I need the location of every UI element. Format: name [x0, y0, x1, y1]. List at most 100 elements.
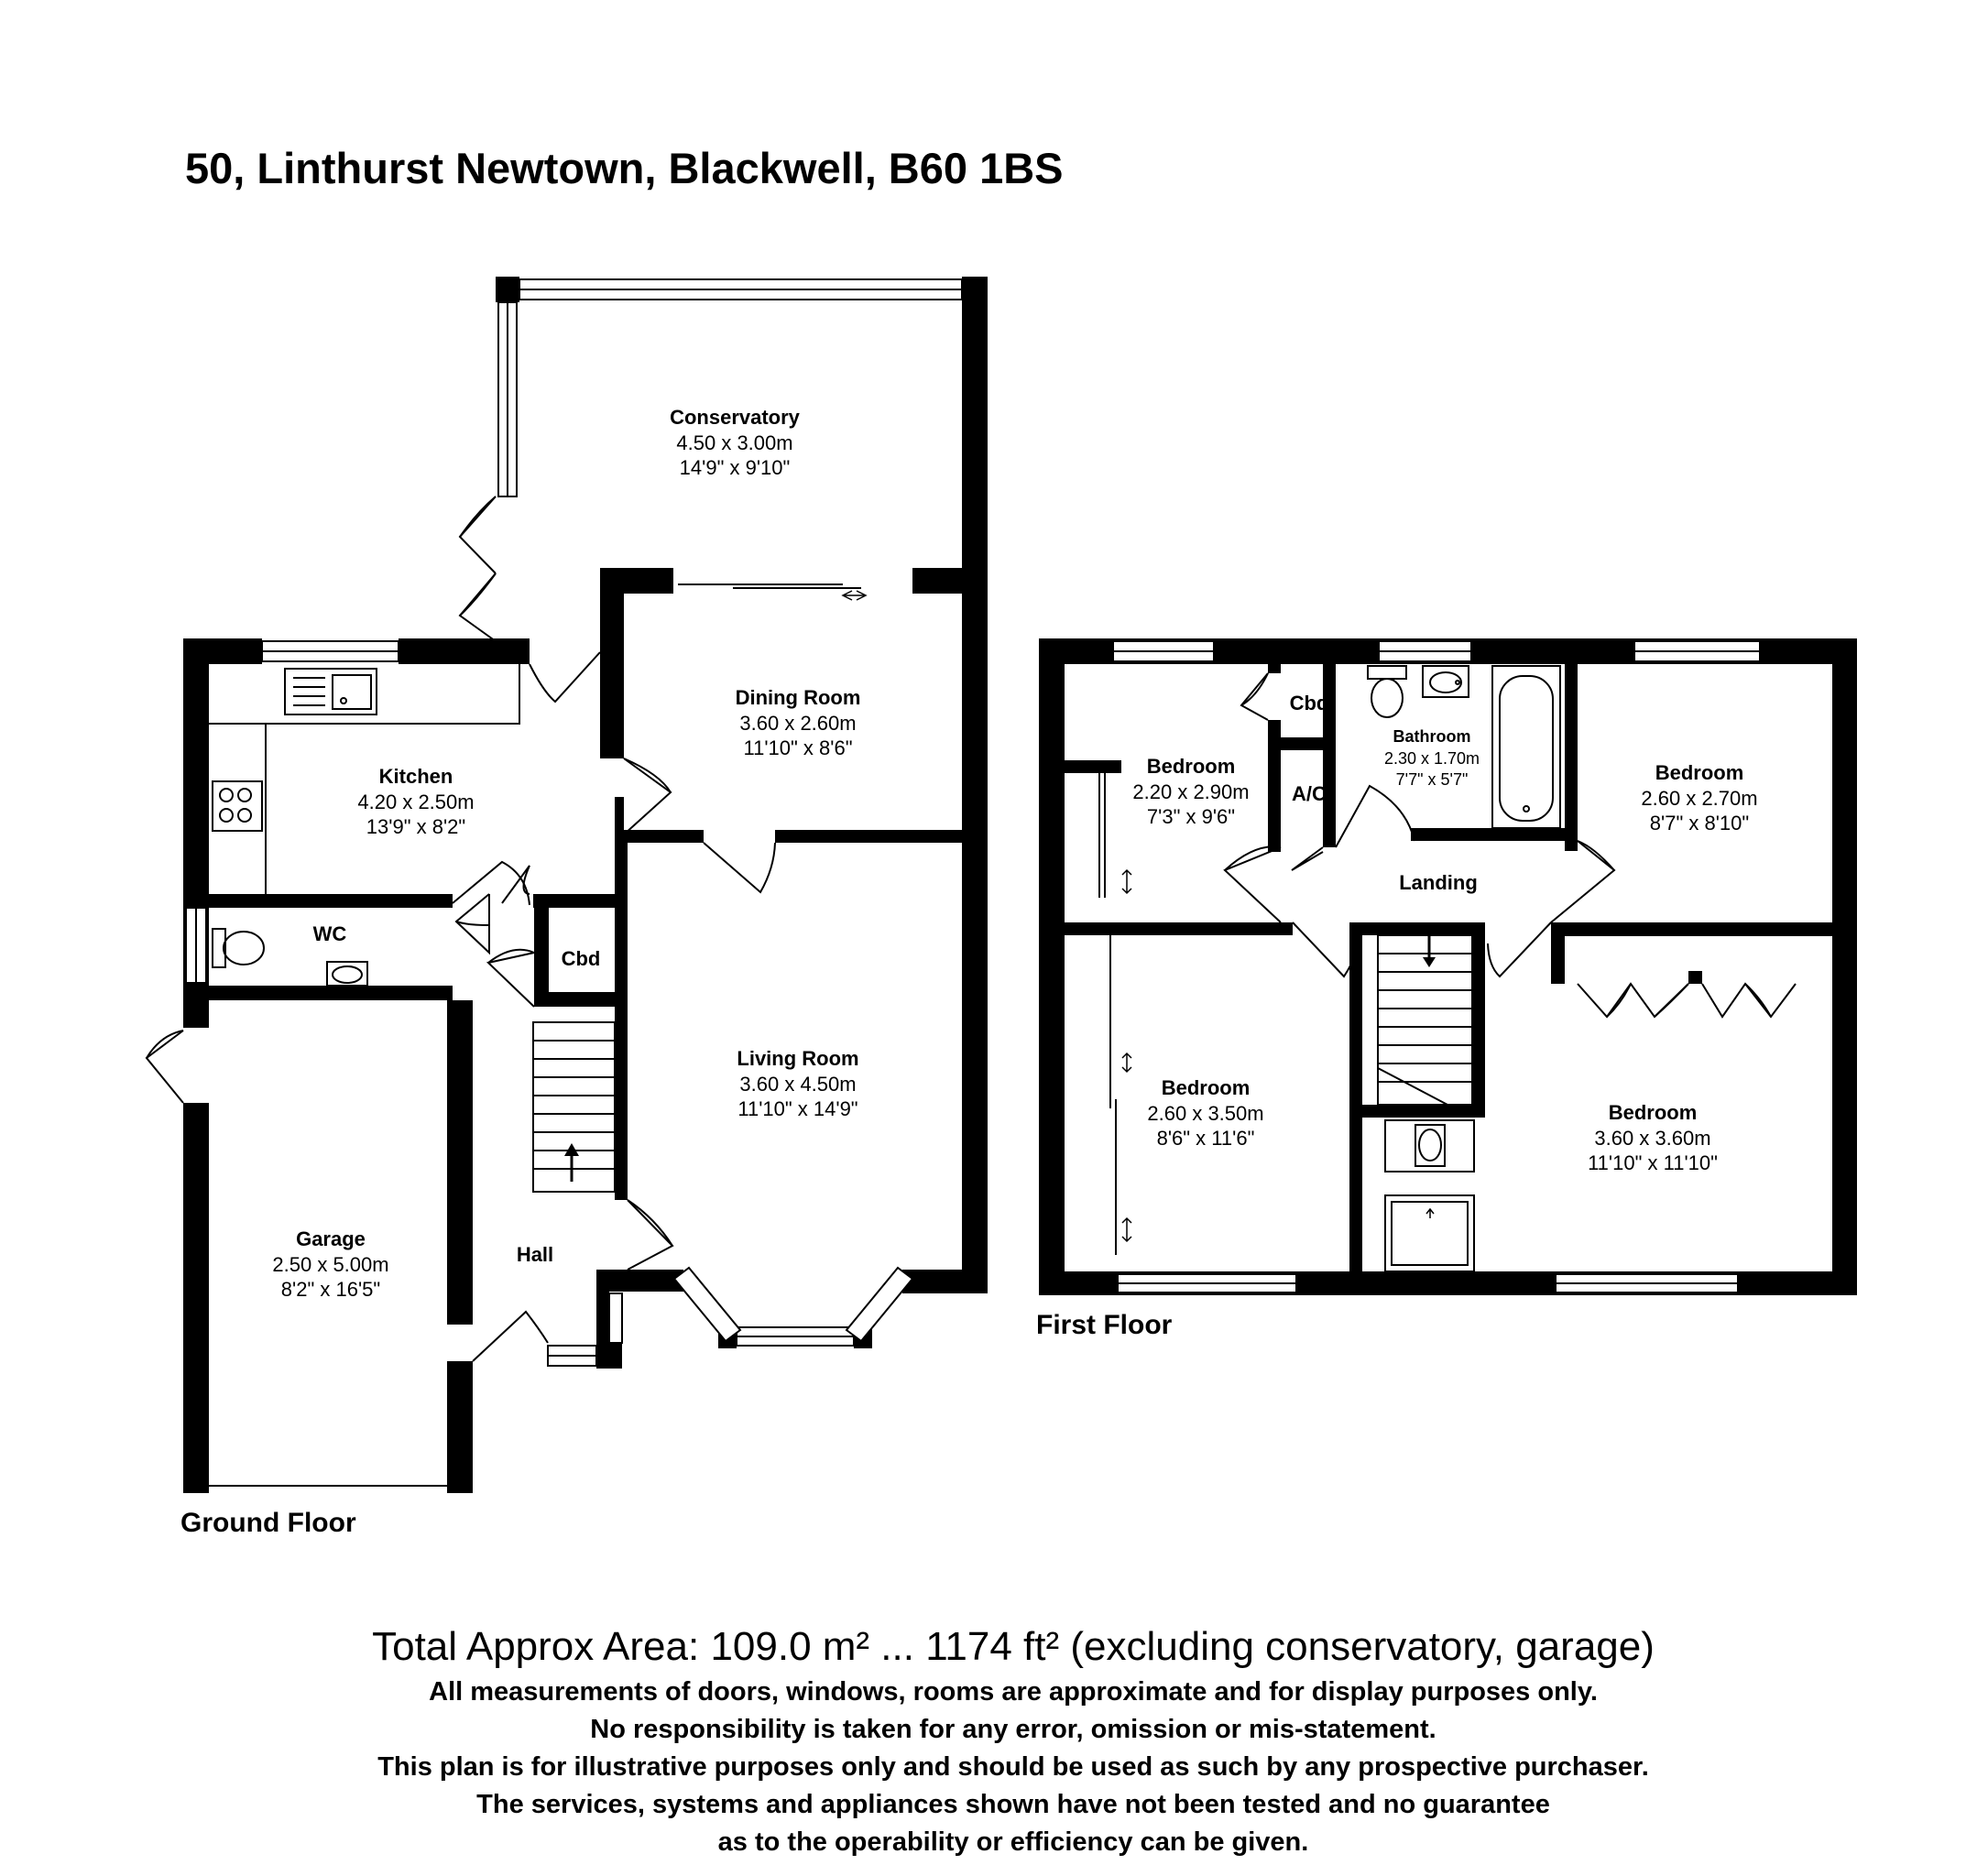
- bedroom-rear-left-imperial: 8'6" x 11'6": [1157, 1127, 1255, 1150]
- bathroom-name: Bathroom: [1393, 727, 1471, 746]
- wall: [447, 1000, 473, 1325]
- stair-arrow-icon: [564, 1143, 579, 1156]
- wall: [775, 830, 962, 843]
- wall: [399, 638, 530, 664]
- ground-floor-doors: [145, 496, 868, 1487]
- garage-metric: 2.50 x 5.00m: [272, 1253, 388, 1276]
- shower-icon: [1384, 1194, 1475, 1272]
- ground-cbd-name: Cbd: [562, 947, 601, 970]
- dining-room-metric: 3.60 x 2.60m: [739, 712, 856, 735]
- wall: [1472, 922, 1485, 1118]
- first-floor-label: First Floor: [1036, 1310, 1173, 1340]
- staircase: [1377, 934, 1473, 1106]
- wall: [183, 986, 453, 1000]
- wall: [1349, 922, 1362, 1271]
- wall: [1268, 664, 1281, 673]
- bedroom-master-metric: 3.60 x 3.60m: [1594, 1127, 1710, 1150]
- wc-name: WC: [313, 922, 347, 945]
- wall: [596, 1343, 622, 1369]
- garage-name: Garage: [296, 1227, 366, 1250]
- ground-floor-label: Ground Floor: [180, 1508, 356, 1538]
- wall: [183, 983, 209, 1028]
- disclaimer-line-1: All measurements of doors, windows, room…: [429, 1677, 1598, 1707]
- wall: [183, 1103, 209, 1493]
- living-room-name: Living Room: [737, 1047, 858, 1070]
- bedroom-master-imperial: 11'10" x 11'10": [1588, 1151, 1718, 1174]
- bedroom-front-right-metric: 2.60 x 2.70m: [1641, 787, 1757, 810]
- wall: [183, 894, 453, 908]
- wall: [1565, 664, 1578, 851]
- hob-icon: [212, 780, 263, 832]
- wall: [533, 894, 615, 908]
- wall: [1688, 971, 1702, 984]
- bedroom-small-metric: 2.20 x 2.90m: [1132, 780, 1249, 803]
- disclaimer-line-5: as to the operability or efficiency can …: [718, 1827, 1309, 1857]
- bathroom-metric: 2.30 x 1.70m: [1384, 749, 1480, 768]
- wall: [1065, 922, 1293, 935]
- wall: [1323, 664, 1336, 847]
- conservatory-name: Conservatory: [670, 406, 801, 429]
- sink-icon: [284, 668, 377, 715]
- wall: [902, 1270, 988, 1293]
- dining-room-imperial: 11'10" x 8'6": [743, 736, 852, 759]
- dining-room-name: Dining Room: [736, 686, 861, 709]
- basin-icon: [326, 961, 368, 987]
- disclaimer-line-3: This plan is for illustrative purposes o…: [377, 1752, 1649, 1782]
- wall: [596, 1270, 683, 1292]
- wall: [615, 830, 704, 843]
- landing-name: Landing: [1399, 871, 1478, 894]
- window: [845, 1266, 914, 1343]
- disclaimer-line-4: The services, systems and appliances sho…: [476, 1790, 1550, 1819]
- bedroom-rear-left-metric: 2.60 x 3.50m: [1147, 1102, 1263, 1125]
- ground-floor-windows: [185, 278, 963, 1367]
- wall: [496, 277, 519, 302]
- window: [608, 1292, 623, 1344]
- basin-icon: [1384, 1119, 1475, 1172]
- wall: [615, 908, 628, 1192]
- first-cbd-name: Cbd: [1290, 692, 1329, 714]
- bedroom-small-name: Bedroom: [1147, 755, 1236, 778]
- bath-icon: [1491, 665, 1561, 829]
- wall: [534, 908, 549, 1007]
- wall: [1362, 1105, 1485, 1118]
- page-title: 50, Linthurst Newtown, Blackwell, B60 1B…: [185, 144, 1064, 192]
- wall: [1551, 922, 1832, 936]
- living-room-imperial: 11'10" x 14'9": [737, 1097, 857, 1120]
- ground-floor-labels: Conservatory 4.50 x 3.00m 14'9" x 9'10" …: [180, 406, 860, 1538]
- wall: [1039, 638, 1065, 1295]
- bedroom-master-name: Bedroom: [1609, 1101, 1698, 1124]
- wall: [1551, 934, 1565, 984]
- wall: [447, 1361, 473, 1493]
- wall: [615, 797, 624, 834]
- ground-floor-plan: [183, 277, 988, 1493]
- window: [672, 1266, 742, 1343]
- total-area: Total Approx Area: 109.0 m² ... 1174 ft²…: [372, 1624, 1655, 1669]
- kitchen-name: Kitchen: [379, 765, 453, 788]
- disclaimer-line-2: No responsibility is taken for any error…: [590, 1715, 1436, 1744]
- wall: [1832, 638, 1857, 1295]
- basin-icon: [1422, 665, 1469, 698]
- wall: [1411, 828, 1565, 841]
- wall: [1268, 737, 1336, 750]
- garage-imperial: 8'2" x 16'5": [281, 1278, 380, 1301]
- bedroom-rear-left-name: Bedroom: [1162, 1076, 1251, 1099]
- bedroom-front-right-imperial: 8'7" x 8'10": [1650, 812, 1749, 834]
- bathroom-imperial: 7'7" x 5'7": [1396, 770, 1469, 789]
- first-floor-windows: [1112, 640, 1761, 1293]
- first-floor-labels: Bedroom 2.20 x 2.90m 7'3" x 9'6" Bathroo…: [1036, 692, 1758, 1340]
- wall: [1362, 922, 1485, 935]
- staircase: [532, 1021, 616, 1193]
- ac-name: A/C: [1292, 782, 1327, 805]
- bedroom-small-imperial: 7'3" x 9'6": [1147, 805, 1235, 828]
- wall: [1065, 760, 1121, 773]
- footer: Total Approx Area: 109.0 m² ... 1174 ft²…: [372, 1624, 1655, 1857]
- wall: [534, 992, 615, 1007]
- wall: [962, 277, 988, 587]
- conservatory-metric: 4.50 x 3.00m: [676, 431, 792, 454]
- wall: [1268, 720, 1281, 852]
- stair-arrow-icon: [1423, 957, 1436, 967]
- toilet-icon: [1367, 665, 1407, 680]
- bedroom-front-right-name: Bedroom: [1655, 761, 1744, 784]
- hall-name: Hall: [517, 1243, 553, 1266]
